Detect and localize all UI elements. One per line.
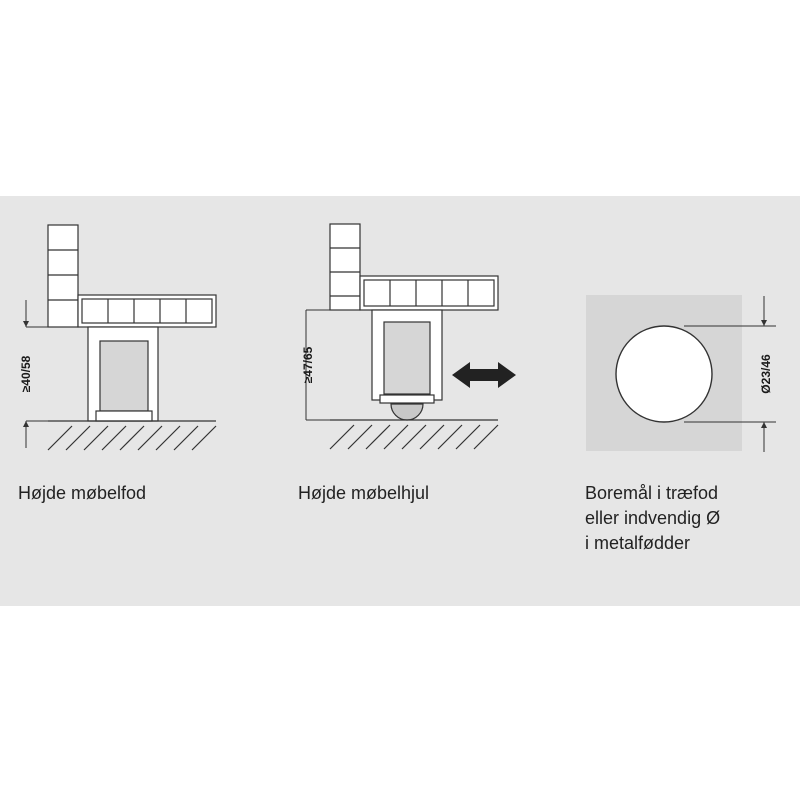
- caption-bore-size: Boremål i træfod eller indvendig Ø i met…: [585, 481, 720, 556]
- floor-hatching: [47, 420, 217, 451]
- caption-line: eller indvendig Ø: [585, 508, 721, 528]
- dimension-label-foot: ≥40/58: [19, 355, 33, 392]
- floor-hatching: [329, 419, 499, 450]
- double-arrow-icon: [452, 362, 516, 388]
- panel-furniture-foot: [23, 224, 217, 451]
- caption-line: Højde møbelfod: [18, 483, 147, 503]
- caption-line: i metalfødder: [585, 533, 691, 553]
- dimension-line-foot: [23, 300, 88, 448]
- cabinet-bottom-shelf: [77, 294, 217, 328]
- cabinet-side-panel: [329, 223, 361, 311]
- cabinet-bottom-shelf: [359, 275, 499, 311]
- panel-furniture-wheel: [305, 223, 499, 450]
- furniture-foot-body: [87, 326, 159, 422]
- bore-circle: [615, 325, 713, 423]
- furniture-wheel-body: [371, 309, 443, 421]
- caption-line: Højde møbelhjul: [298, 483, 430, 503]
- caption-line: Boremål i træfod: [585, 483, 719, 503]
- dimension-line-wheel: [305, 309, 372, 421]
- caption-furniture-foot: Højde møbelfod: [18, 481, 146, 506]
- cabinet-side-panel: [47, 224, 79, 328]
- panel-bore-size: [586, 295, 776, 452]
- dimension-label-bore: Ø23/46: [759, 354, 773, 394]
- caption-furniture-wheel: Højde møbelhjul: [298, 481, 429, 506]
- dimension-line-bore: [684, 296, 776, 452]
- dimension-label-wheel: ≥47/65: [301, 346, 315, 383]
